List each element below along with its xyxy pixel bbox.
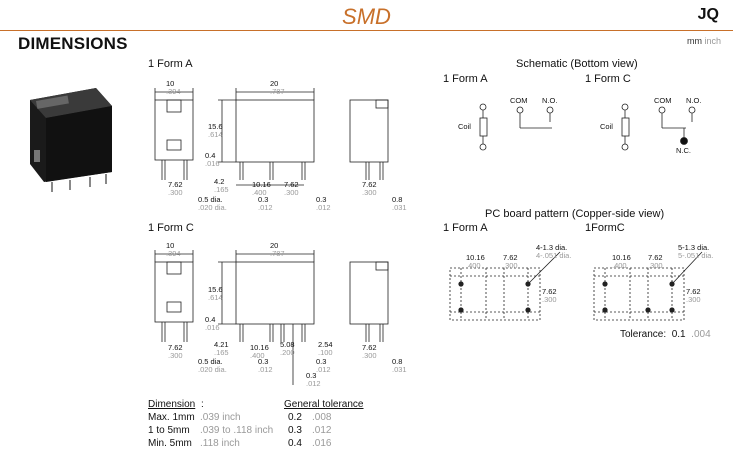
- coil-label-a: Coil: [458, 122, 471, 131]
- pcb-a-vpitch-7-62: 7.62.300: [542, 287, 557, 304]
- dim-0-8-c: 0.8.031: [392, 357, 407, 374]
- dim-height-15-6-c: 15.6.614: [208, 285, 223, 302]
- dim-width-10-c: 10.394: [166, 241, 181, 258]
- nc-label-c: N.C.: [676, 146, 691, 155]
- dim-pitch-10-16-a: 10.16.400: [252, 180, 271, 197]
- dim-0-3-c3: 0.3.012: [306, 371, 321, 388]
- dim-pitch-7-62-a: 7.62.300: [284, 180, 299, 197]
- dim-pin-dia-c: 0.5 dia..020 dia.: [198, 357, 227, 374]
- schematic-form-a: [479, 103, 554, 151]
- pcb-tolerance: Tolerance: 0.1 .004: [620, 329, 711, 340]
- com-label-a: COM: [510, 96, 528, 105]
- dim-4-2: 4.2.165: [214, 177, 229, 194]
- pcb-a-hole-dia: 4-1.3 dia.4-.051 dia.: [536, 243, 572, 260]
- schematic-form-c-label: 1 Form C: [585, 73, 631, 85]
- table-col-tolerance: General tolerance: [284, 399, 364, 410]
- dim-length-20-c: 20.787: [270, 241, 285, 258]
- schematic-form-a-label: 1 Form A: [443, 73, 488, 85]
- form-c-side-view: [349, 261, 389, 342]
- dim-0-3-a1: 0.3.012: [258, 195, 273, 212]
- form-c-label: 1 Form C: [148, 222, 194, 234]
- form-a-end-view: [154, 88, 194, 180]
- dim-4-21-c: 4.21.165: [214, 340, 229, 357]
- pcb-form-a: [449, 251, 561, 321]
- units-note: mm inch: [687, 36, 721, 46]
- dim-0-8-a: 0.8.031: [392, 195, 407, 212]
- pcb-a-pitch-7-62: 7.62.300: [503, 253, 518, 270]
- dim-pitch-7-62-a-side: 7.62.300: [362, 180, 377, 197]
- product-code: JQ: [697, 6, 719, 23]
- dim-height-15-6: 15.6.614: [208, 122, 223, 139]
- com-label-c: COM: [654, 96, 672, 105]
- dim-pitch-5-08-c: 5.08.200: [280, 340, 295, 357]
- dim-0-3-a2: 0.3.012: [316, 195, 331, 212]
- dim-pitch-7-62-c-end: 7.62.300: [168, 343, 183, 360]
- pcb-c-hole-dia: 5-1.3 dia.5-.051 dia.: [678, 243, 714, 260]
- series-title: SMD: [342, 4, 391, 29]
- pcb-form-c: [593, 251, 703, 321]
- dim-0-3-c2: 0.3.012: [316, 357, 331, 374]
- dim-0-3-c1: 0.3.012: [258, 357, 273, 374]
- dim-pitch-7-62-a-end: 7.62.300: [168, 180, 183, 197]
- pcb-c-vpitch-7-62: 7.62.300: [686, 287, 701, 304]
- table-row: 1 to 5mm .039 to .118 inch 0.3 .012: [148, 425, 332, 436]
- dim-pitch-10-16-c: 10.16.400: [250, 343, 269, 360]
- form-c-end-view: [154, 250, 194, 342]
- schematic-form-c: [621, 103, 696, 151]
- dim-0-4-c: 0.4.016: [205, 315, 220, 332]
- form-c-front-view: [218, 250, 315, 385]
- dim-length-20: 20.787: [270, 79, 285, 96]
- form-a-front-view: [218, 88, 315, 186]
- dim-0-4: 0.4.016: [205, 151, 220, 168]
- units-mm: mm: [686, 36, 702, 46]
- units-inch: inch: [704, 36, 721, 46]
- schematic-title: Schematic (Bottom view): [516, 58, 638, 70]
- table-row: Min. 5mm .118 inch 0.4 .016: [148, 438, 332, 449]
- coil-label-c: Coil: [600, 122, 613, 131]
- header-rule: [0, 30, 733, 31]
- dim-width-10: 10.394: [166, 79, 181, 96]
- pcb-a-pitch-10-16: 10.16.400: [466, 253, 485, 270]
- table-col-dimension-colon: :: [201, 399, 204, 410]
- tolerance-table: Dimension : General tolerance Max. 1mm .…: [148, 398, 388, 450]
- dim-pin-dia-a: 0.5 dia..020 dia.: [198, 195, 227, 212]
- table-row: Max. 1mm .039 inch 0.2 .008: [148, 412, 332, 423]
- pcb-c-pitch-10-16: 10.16.400: [612, 253, 631, 270]
- pcb-form-a-label: 1 Form A: [443, 222, 488, 234]
- section-title: DIMENSIONS: [18, 34, 128, 53]
- table-col-dimension: Dimension: [148, 399, 196, 410]
- dim-pitch-2-54-c: 2.54.100: [318, 340, 333, 357]
- pcb-c-pitch-7-62: 7.62.300: [648, 253, 663, 270]
- pcb-title: PC board pattern (Copper-side view): [485, 208, 665, 220]
- no-label-a: N.O.: [542, 96, 558, 105]
- dim-pitch-7-62-c-side: 7.62.300: [362, 343, 377, 360]
- form-a-label: 1 Form A: [148, 58, 193, 70]
- form-a-side-view: [349, 99, 389, 180]
- pcb-form-c-label: 1FormC: [585, 222, 625, 234]
- no-label-c: N.O.: [686, 96, 702, 105]
